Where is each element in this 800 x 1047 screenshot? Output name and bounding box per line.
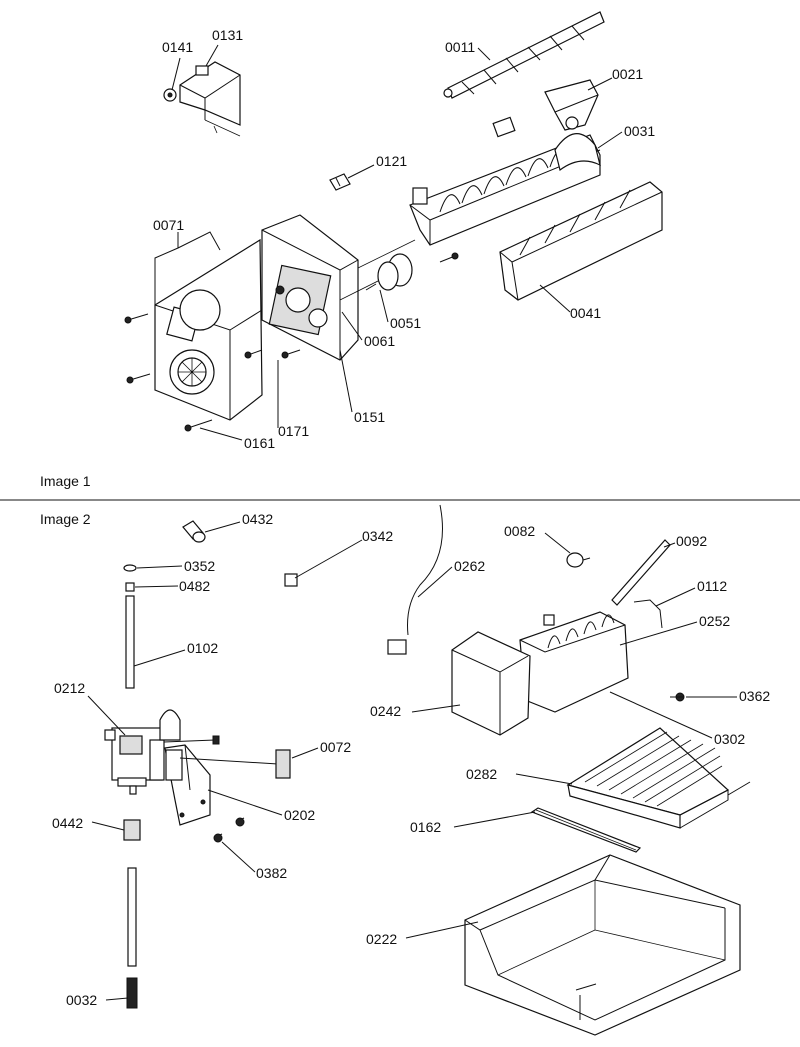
callout-0112: 0112 <box>697 578 727 594</box>
part-0131-bracket <box>179 61 241 137</box>
part-0382-screws <box>213 817 245 843</box>
part-0442-nut <box>123 819 141 841</box>
callout-0032: 0032 <box>66 992 97 1008</box>
callout-0021: 0021 <box>612 66 643 82</box>
callout-0031: 0031 <box>624 123 655 139</box>
part-0041-cover <box>499 181 663 301</box>
part-0072-coil <box>179 749 291 779</box>
callout-0262: 0262 <box>454 558 485 574</box>
callout-0302: 0302 <box>714 731 745 747</box>
callout-0051: 0051 <box>390 315 421 331</box>
part-0051-motor <box>365 253 413 291</box>
part-0162-strip <box>530 807 642 853</box>
part-0352-oring <box>123 564 137 572</box>
part-0362-screw <box>670 692 685 702</box>
part-0121-clip <box>329 173 351 191</box>
part-0262-harness <box>387 504 443 655</box>
part-0031-mold <box>409 116 601 246</box>
callout-0282: 0282 <box>466 766 497 782</box>
callout-0092: 0092 <box>676 533 707 549</box>
callout-0061: 0061 <box>364 333 395 349</box>
image2-caption: Image 2 <box>40 511 91 527</box>
part-0282-tray <box>566 727 751 829</box>
callout-0212: 0212 <box>54 680 85 696</box>
callout-0171: 0171 <box>278 423 309 439</box>
part-0342-clip <box>284 573 298 587</box>
callout-0072: 0072 <box>320 739 351 755</box>
callout-0362: 0362 <box>739 688 770 704</box>
callout-0161: 0161 <box>244 435 275 451</box>
callout-0011: 0011 <box>445 39 475 55</box>
part-0432-fitting <box>182 520 206 543</box>
callout-0482: 0482 <box>179 578 210 594</box>
callout-0121: 0121 <box>376 153 407 169</box>
part-0102-tube <box>125 595 135 689</box>
part-0252-icemaker <box>519 611 629 713</box>
screws-0161-0171 <box>124 252 459 432</box>
callout-0442: 0442 <box>52 815 83 831</box>
callout-0141: 0141 <box>162 39 193 55</box>
part-0011-ejector <box>443 11 605 99</box>
callout-0252: 0252 <box>699 613 730 629</box>
callout-0102: 0102 <box>187 640 218 656</box>
callout-0071: 0071 <box>153 217 184 233</box>
image1-panel: 0141 0131 0011 0021 0031 0121 0071 0051 … <box>40 11 663 489</box>
part-0092-shaft <box>611 539 671 606</box>
callout-0151: 0151 <box>354 409 385 425</box>
callout-0352: 0352 <box>184 558 215 574</box>
callout-0041: 0041 <box>570 305 601 321</box>
image1-leaders <box>154 44 623 441</box>
part-0021-bearing <box>544 79 599 131</box>
part-0202-bracket <box>164 744 211 826</box>
image1-caption: Image 1 <box>40 473 91 489</box>
part-0112-arm <box>633 599 663 629</box>
callout-0382: 0382 <box>256 865 287 881</box>
callout-0082: 0082 <box>504 523 535 539</box>
callout-0242: 0242 <box>370 703 401 719</box>
part-0071-housing <box>154 238 263 421</box>
part-0482-cap <box>125 582 135 592</box>
image2-leaders <box>87 521 737 1001</box>
callout-0342: 0342 <box>362 528 393 544</box>
part-0141-screw <box>163 88 177 102</box>
callout-0131: 0131 <box>212 27 243 43</box>
part-0242-controlbox <box>451 631 531 736</box>
part-0222-bucket <box>464 854 741 1036</box>
image2-panel: Image 2 <box>40 504 770 1036</box>
part-0032-tube <box>126 867 138 1009</box>
part-0212-valve <box>104 709 220 795</box>
callout-0162: 0162 <box>410 819 441 835</box>
callout-0432: 0432 <box>242 511 273 527</box>
part-0151-gearbox <box>261 214 416 361</box>
part-0082-gear <box>566 552 591 568</box>
callout-0222: 0222 <box>366 931 397 947</box>
callout-0202: 0202 <box>284 807 315 823</box>
